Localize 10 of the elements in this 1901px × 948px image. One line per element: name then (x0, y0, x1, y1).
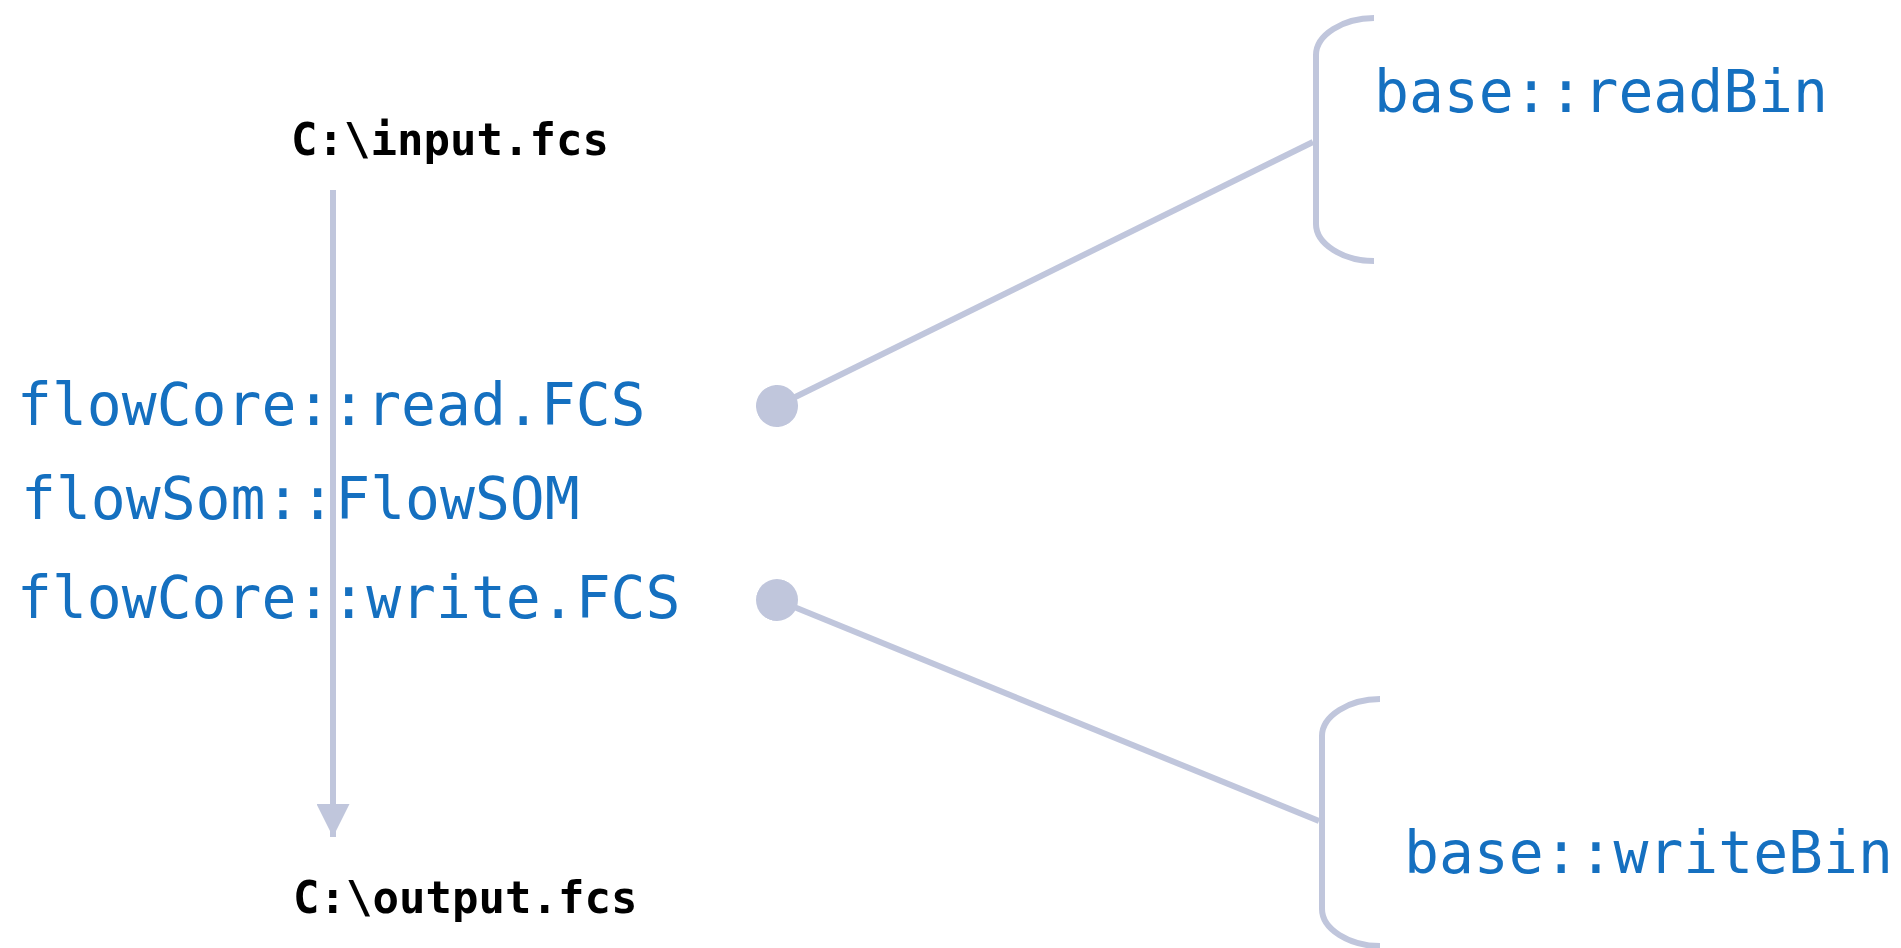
file-path-label: C:\input.fcs (291, 115, 609, 166)
function-name-label: flowCore::read.FCS (17, 372, 646, 439)
function-name-label: base::writeBin (1404, 820, 1893, 887)
function-name-label: flowSom::FlowSOM (21, 466, 580, 533)
leader-line (756, 579, 1321, 824)
leader-line (756, 139, 1315, 427)
file-path-label: C:\output.fcs (293, 873, 638, 924)
function-name-label: base::readBin (1374, 59, 1828, 126)
arrow (316, 190, 350, 837)
function-name-label: flowCore::write.FCS (17, 565, 681, 632)
